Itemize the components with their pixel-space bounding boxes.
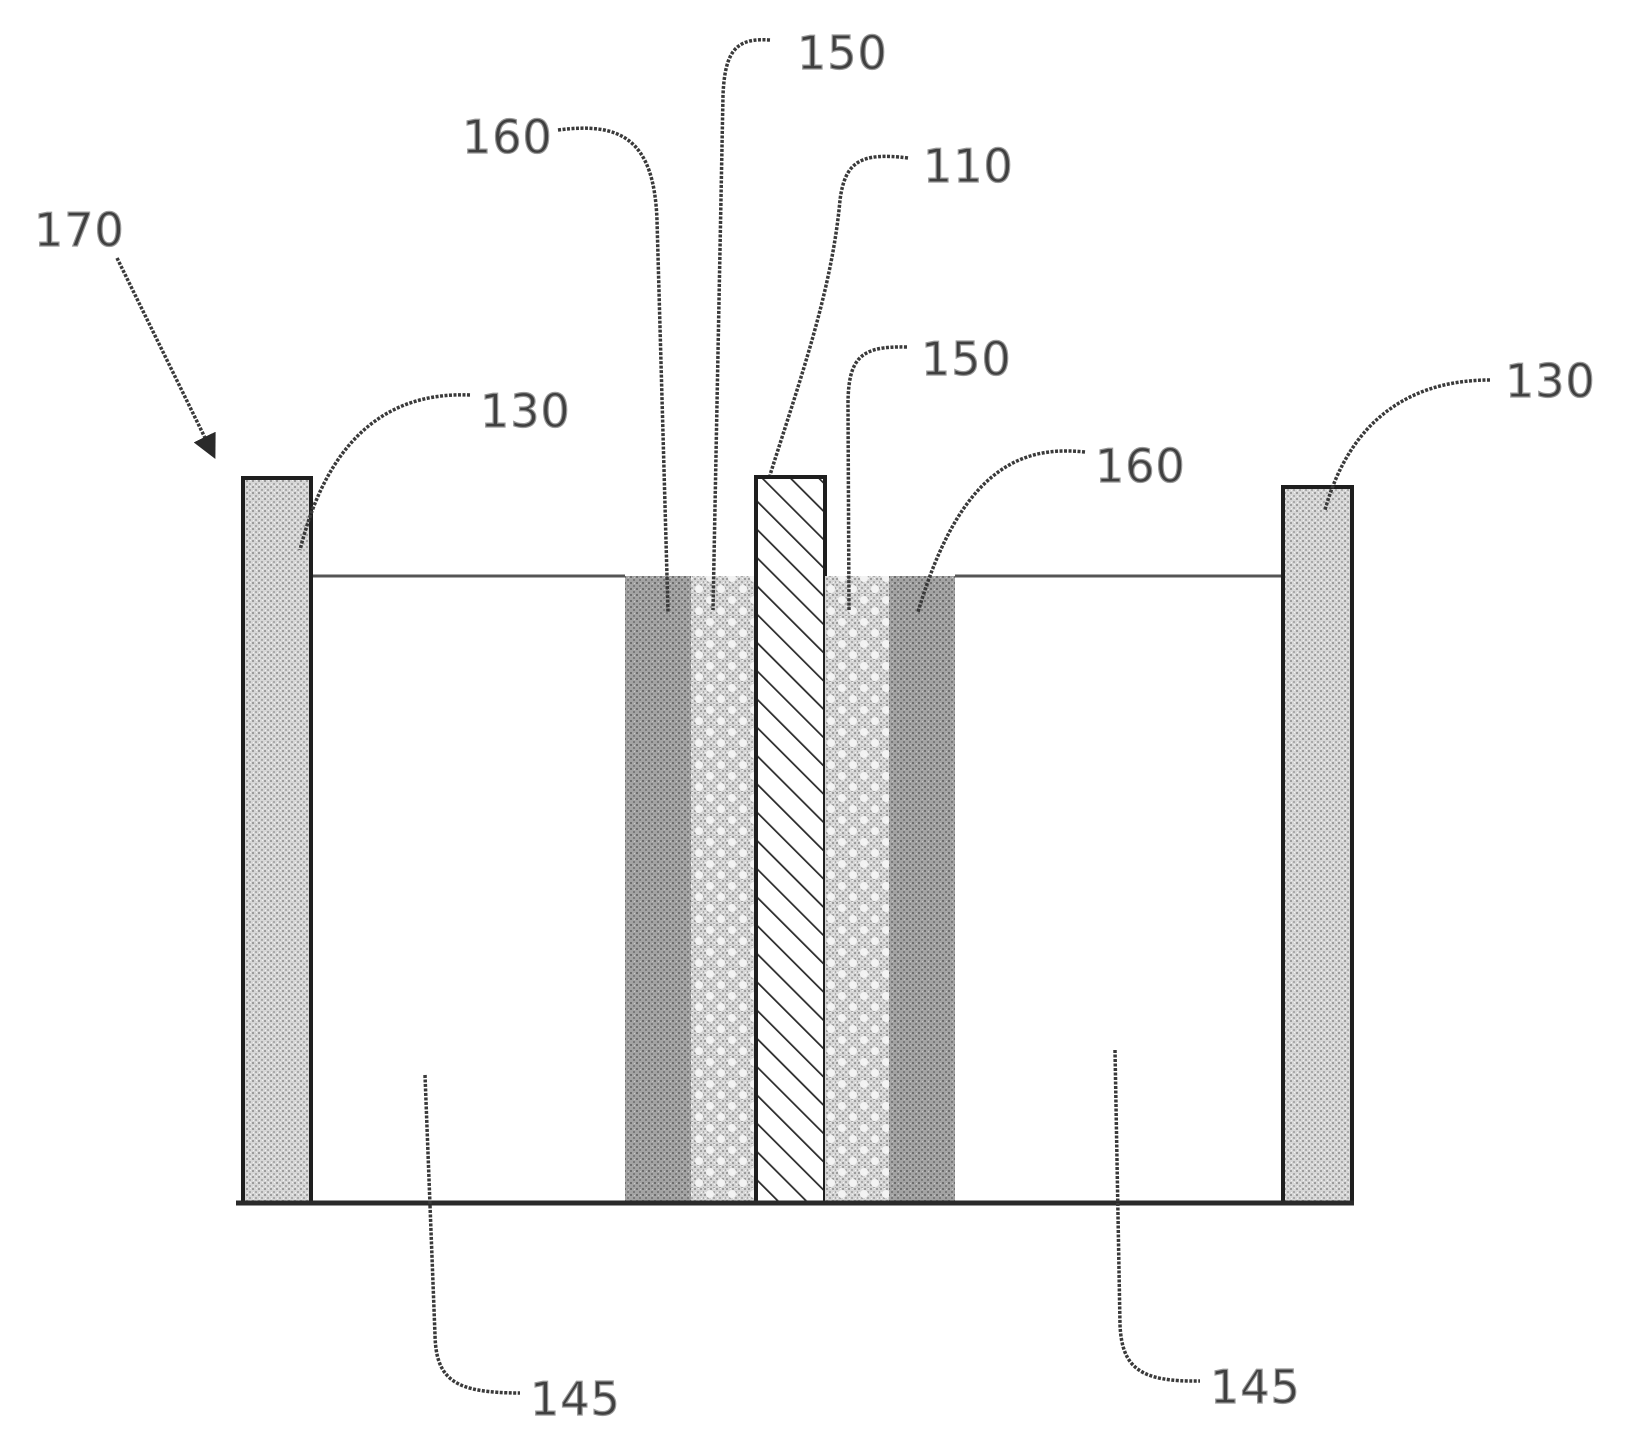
outer-electrode-left xyxy=(243,478,311,1203)
inner-layer-right xyxy=(889,576,955,1203)
outer-electrode-right xyxy=(1283,487,1352,1203)
label-110: 110 xyxy=(923,139,1014,193)
middle-layer-left xyxy=(691,576,756,1203)
leader-130-left xyxy=(300,395,470,550)
label-130-right: 130 xyxy=(1505,354,1596,408)
label-145-right: 145 xyxy=(1210,1360,1301,1414)
label-150-top: 150 xyxy=(797,26,888,80)
label-150-right: 150 xyxy=(921,332,1012,386)
label-160-right: 160 xyxy=(1095,439,1186,493)
label-160-top: 160 xyxy=(462,110,553,164)
label-145-left: 145 xyxy=(530,1372,621,1426)
leader-150-right xyxy=(848,347,907,610)
label-130-left: 130 xyxy=(480,384,571,438)
leader-160-top xyxy=(558,128,668,612)
leader-110 xyxy=(770,156,908,475)
leader-145-right xyxy=(1115,1050,1200,1381)
center-electrode xyxy=(756,477,825,1203)
inner-layer-left xyxy=(625,576,691,1203)
middle-layer-right xyxy=(825,576,889,1203)
assembly-arrow xyxy=(117,258,210,448)
label-170: 170 xyxy=(34,203,125,257)
leader-145-left xyxy=(425,1075,520,1393)
